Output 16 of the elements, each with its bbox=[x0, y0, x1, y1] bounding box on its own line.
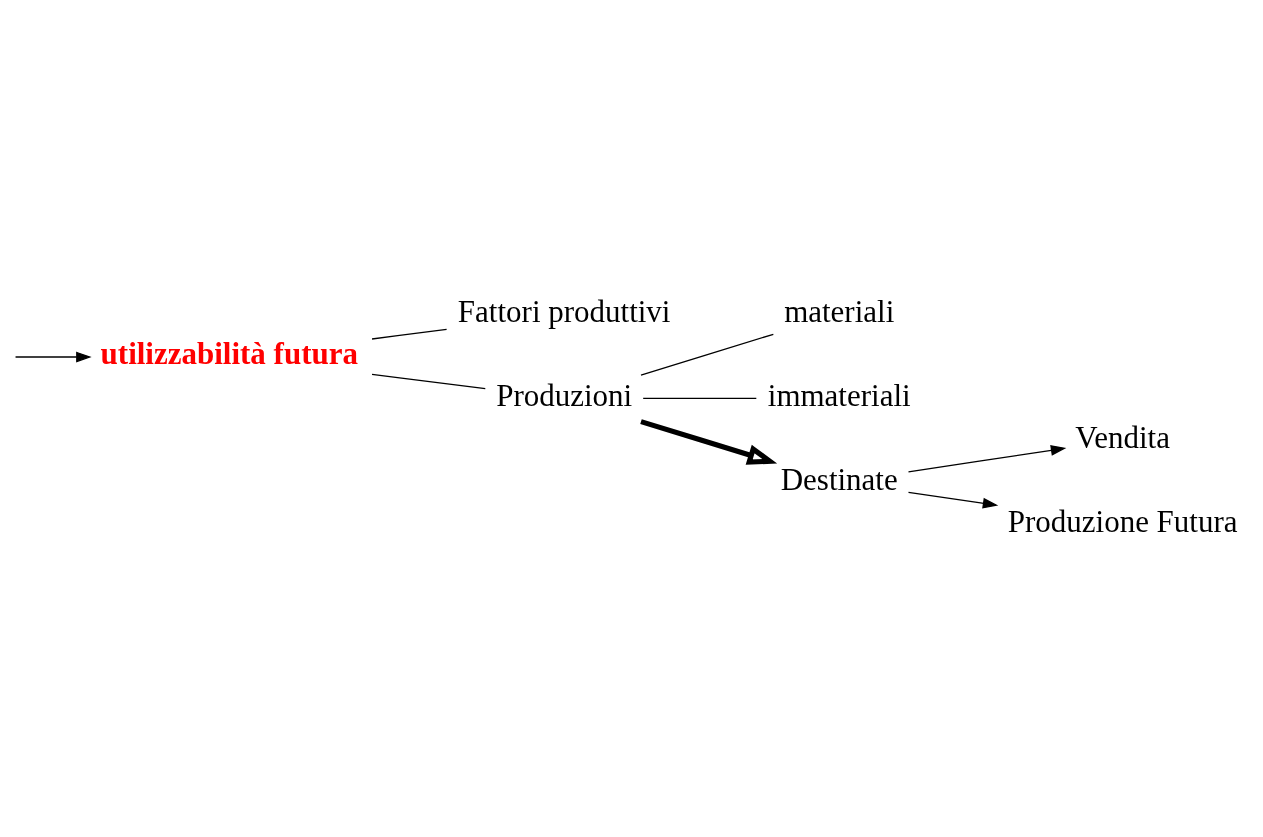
node-text: utilizzabilità futura bbox=[100, 335, 358, 371]
connector bbox=[371, 328, 448, 340]
arrow bbox=[907, 491, 999, 509]
node-text: Fattori produttivi bbox=[457, 293, 671, 329]
connector bbox=[642, 397, 757, 399]
node-text: materiali bbox=[784, 293, 895, 329]
node-text: Produzioni bbox=[496, 377, 633, 413]
arrow bbox=[907, 444, 1067, 473]
node-text: immateriali bbox=[767, 377, 911, 413]
connector bbox=[371, 373, 486, 389]
arrow bbox=[14, 351, 92, 362]
connector bbox=[640, 333, 774, 376]
node-text: Vendita bbox=[1075, 419, 1170, 455]
node-text: Produzione Futura bbox=[1007, 503, 1238, 539]
arrow bbox=[640, 418, 778, 465]
node-text: Destinate bbox=[780, 461, 898, 497]
